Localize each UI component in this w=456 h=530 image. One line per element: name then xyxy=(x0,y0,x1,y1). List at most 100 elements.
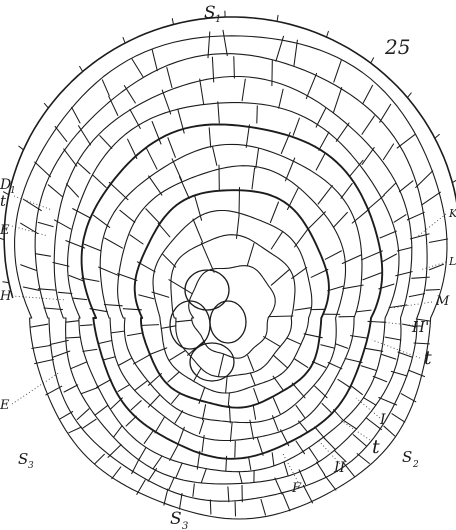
radial-wall xyxy=(114,426,123,438)
radial-wall xyxy=(23,287,39,290)
radial-wall xyxy=(316,108,326,127)
radial-wall xyxy=(264,337,281,347)
radial-wall xyxy=(180,494,183,510)
radial-wall xyxy=(66,321,79,323)
cell-ring-5 xyxy=(100,144,362,440)
label-leader-lines xyxy=(12,196,446,482)
radial-wall xyxy=(382,355,396,360)
radial-wall xyxy=(168,372,179,382)
surface-hair xyxy=(19,146,24,150)
label-i: I xyxy=(379,412,386,428)
label-t-left: t xyxy=(0,192,7,210)
radial-wall xyxy=(149,176,162,195)
radial-wall xyxy=(250,420,254,439)
radial-wall xyxy=(228,393,229,406)
radial-wall xyxy=(256,149,259,168)
leader-line-11 xyxy=(418,214,446,236)
radial-wall xyxy=(362,251,383,260)
radial-wall xyxy=(66,184,78,197)
radial-wall xyxy=(363,85,373,103)
radial-wall xyxy=(82,419,96,428)
radial-wall xyxy=(294,40,297,65)
radial-wall xyxy=(379,398,397,406)
radial-wall xyxy=(271,270,289,285)
radial-wall xyxy=(158,223,170,237)
radial-wall xyxy=(399,181,413,192)
radial-wall xyxy=(324,475,336,490)
surface-hair xyxy=(172,19,173,25)
radial-wall xyxy=(318,186,332,204)
radial-wall xyxy=(130,235,143,244)
radial-wall xyxy=(336,344,348,348)
radial-wall xyxy=(352,209,369,223)
radial-wall xyxy=(303,485,312,503)
radial-wall xyxy=(249,457,251,469)
radial-wall xyxy=(38,222,53,226)
radial-wall xyxy=(81,387,98,393)
radial-wall xyxy=(143,325,159,326)
radial-wall xyxy=(284,462,288,476)
radial-wall xyxy=(426,290,440,291)
radial-wall xyxy=(248,356,254,371)
radial-wall xyxy=(362,116,374,134)
label-s1-subscript: 1 xyxy=(215,14,221,25)
radial-wall xyxy=(394,215,406,223)
radial-wall xyxy=(407,212,424,220)
radial-wall xyxy=(128,139,137,158)
radial-wall xyxy=(328,286,343,291)
label-m: M xyxy=(435,294,450,309)
radial-wall xyxy=(199,420,203,433)
radial-wall xyxy=(218,102,220,123)
radial-wall xyxy=(169,280,192,294)
radial-wall xyxy=(295,230,308,247)
radial-wall xyxy=(325,251,341,259)
radial-wall xyxy=(311,269,328,277)
radial-wall xyxy=(197,451,200,469)
label-s3-bottom-subscript: 3 xyxy=(182,521,188,530)
radial-wall xyxy=(71,362,87,369)
radial-wall xyxy=(429,239,447,242)
radial-wall xyxy=(352,386,363,394)
radial-wall xyxy=(293,118,299,135)
radial-wall xyxy=(78,163,90,174)
radial-wall xyxy=(344,420,357,429)
radial-wall xyxy=(210,500,211,514)
label-e-left-top: E xyxy=(0,223,10,238)
radial-wall xyxy=(176,320,192,322)
radial-wall xyxy=(273,398,280,414)
radial-wall xyxy=(109,182,128,199)
central-cell-top xyxy=(185,270,229,310)
radial-wall xyxy=(309,448,319,462)
label-d1-subscript: 1 xyxy=(10,186,16,196)
radial-wall xyxy=(223,30,227,55)
radial-wall xyxy=(203,405,206,420)
radial-wall xyxy=(319,132,329,150)
radial-wall xyxy=(288,188,299,209)
radial-wall xyxy=(385,337,401,340)
radial-wall xyxy=(172,159,182,181)
surface-hair xyxy=(435,134,440,138)
radial-wall xyxy=(38,289,55,290)
label-s3-left: S xyxy=(18,450,28,468)
radial-wall xyxy=(64,385,78,392)
radial-wall xyxy=(273,416,279,431)
radial-wall xyxy=(66,337,81,338)
radial-wall xyxy=(422,192,441,205)
radial-wall xyxy=(77,409,89,420)
radial-wall xyxy=(193,484,194,497)
radial-wall xyxy=(146,148,157,170)
radial-wall xyxy=(208,32,210,58)
radial-wall xyxy=(383,144,393,160)
radial-wall xyxy=(97,380,112,388)
radial-wall xyxy=(72,107,80,123)
radial-wall xyxy=(392,414,405,422)
surface-hair xyxy=(452,180,456,183)
radial-wall xyxy=(128,333,143,336)
radial-wall xyxy=(209,128,211,147)
leader-line-1 xyxy=(12,226,48,236)
radial-wall xyxy=(118,385,129,392)
radial-wall xyxy=(323,437,335,449)
radial-wall xyxy=(23,199,41,210)
radial-wall xyxy=(172,394,180,404)
